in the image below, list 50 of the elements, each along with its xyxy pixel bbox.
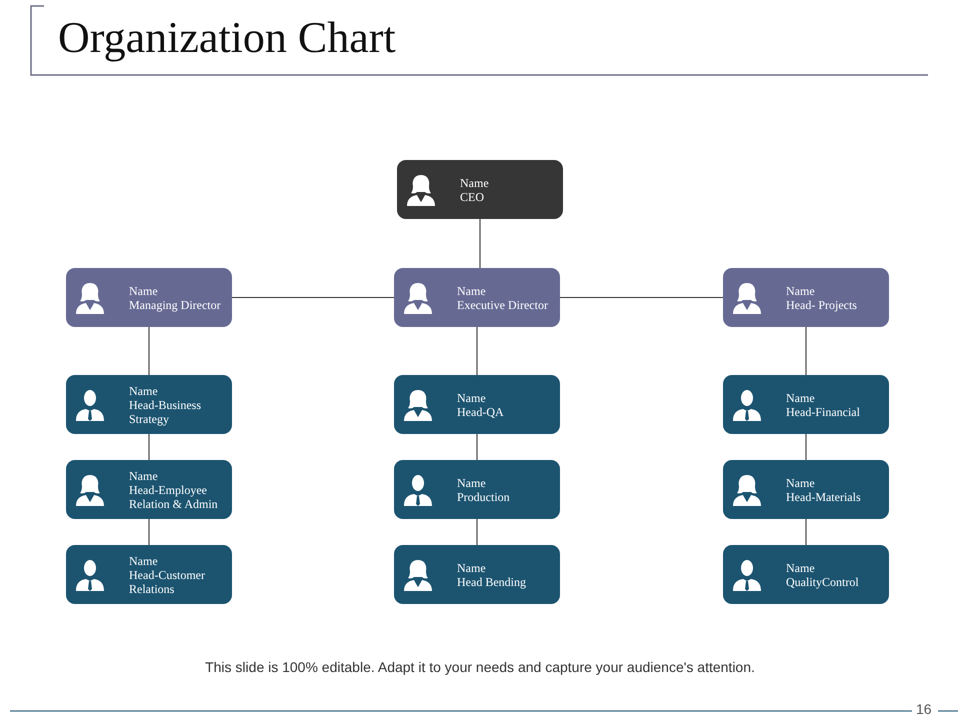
person-card [394, 268, 560, 327]
job-title: Head-Business Strategy [129, 398, 202, 426]
job-title: CEO [460, 190, 485, 204]
person-card [723, 460, 889, 519]
connector-line [476, 434, 478, 460]
job-title: Managing Director [129, 298, 221, 312]
person-card [394, 545, 560, 604]
job-title: Head-Employee Relation & Admin [129, 482, 219, 510]
page-number: 16 [916, 701, 932, 717]
person-name: Name [129, 468, 159, 482]
job-title: Head-Financial [786, 404, 861, 418]
job-title: Head Bending [457, 574, 527, 588]
person-card [394, 375, 560, 434]
footer-note: This slide is 100% editable. Adapt it to your needs and capture your audience's attention. [204, 659, 756, 675]
person-name: Name [786, 476, 816, 490]
connector-line [148, 434, 150, 460]
job-title: Head-Customer Relations [129, 568, 206, 596]
person-card [66, 460, 232, 519]
person-name: Name [786, 284, 816, 298]
job-title: Production [457, 490, 511, 504]
person-card [723, 545, 889, 604]
person-card [723, 268, 889, 327]
person-name: Name [129, 384, 159, 398]
person-card [397, 160, 563, 219]
person-name: Name [129, 284, 159, 298]
job-title: QualityControl [786, 574, 860, 588]
job-title: Head-Materials [786, 490, 862, 504]
person-name: Name [786, 560, 816, 574]
person-name: Name [457, 284, 487, 298]
person-name: Name [786, 390, 816, 404]
connector-line [476, 518, 478, 546]
job-title: Head- Projects [786, 298, 858, 312]
connector-line [476, 326, 478, 376]
person-card [723, 375, 889, 434]
connector-line [560, 297, 724, 298]
connector-line [148, 326, 150, 376]
person-name: Name [457, 476, 487, 490]
connector-line [232, 297, 394, 298]
person-name: Name [457, 390, 487, 404]
job-title: Head-QA [457, 404, 505, 418]
person-name: Name [460, 176, 490, 190]
person-card [66, 375, 232, 434]
person-card [66, 545, 232, 604]
slide-title: Organization Chart [58, 12, 396, 63]
person-card [394, 460, 560, 519]
connector-line [148, 518, 150, 546]
job-title: Executive Director [457, 298, 549, 312]
person-card [66, 268, 232, 327]
person-name: Name [457, 560, 487, 574]
person-name: Name [129, 554, 159, 568]
